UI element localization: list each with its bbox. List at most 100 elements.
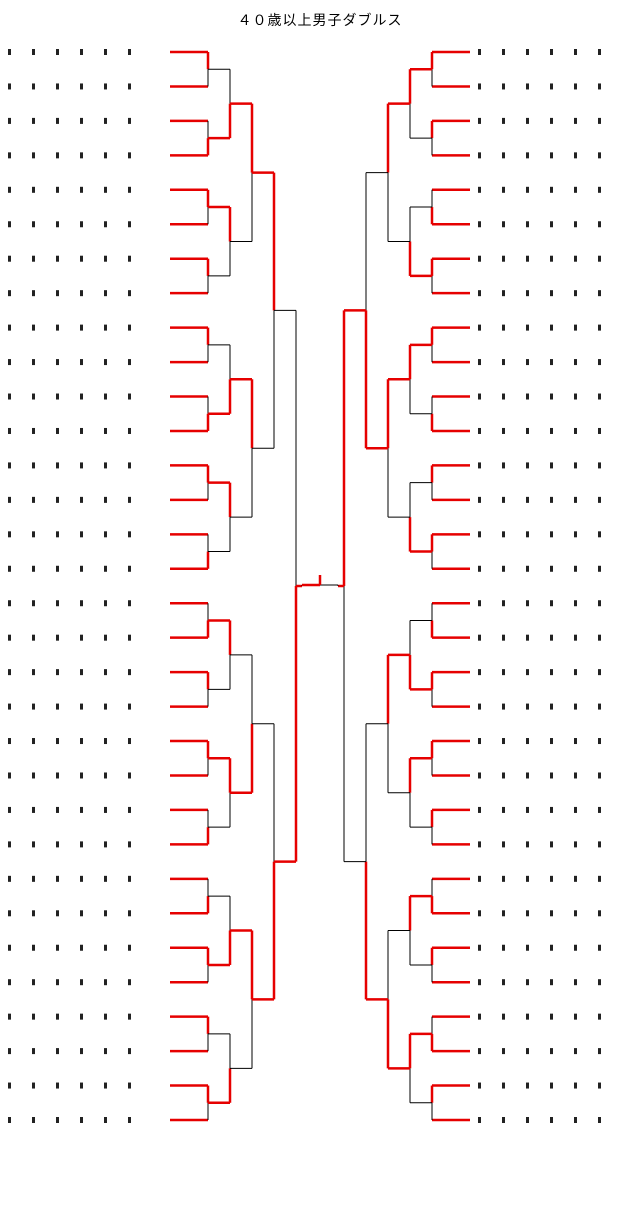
bracket-lines	[170, 50, 470, 1122]
entry-glyph	[550, 910, 553, 917]
entry-glyph	[128, 324, 131, 331]
entry-glyph	[80, 324, 83, 331]
entry-glyph	[32, 979, 35, 986]
entry-glyph	[56, 772, 59, 779]
entry-glyph	[526, 462, 529, 469]
entry-glyph	[104, 255, 107, 262]
entry-glyph	[128, 806, 131, 813]
entry-glyph	[80, 944, 83, 951]
entry-glyph	[128, 255, 131, 262]
entry-glyph	[550, 1013, 553, 1020]
entry-glyph	[502, 496, 505, 503]
entry-glyph	[598, 393, 601, 400]
entry-glyph	[56, 290, 59, 297]
entry-glyph	[128, 531, 131, 538]
entry-glyph	[574, 255, 577, 262]
entry-glyph	[598, 669, 601, 676]
entry-glyph	[550, 427, 553, 434]
entry-glyph	[550, 117, 553, 124]
entry-glyph	[80, 49, 83, 55]
entry-glyph	[526, 944, 529, 951]
entry-glyph	[598, 462, 601, 469]
entry-glyph	[32, 496, 35, 503]
entry-glyph	[128, 875, 131, 882]
entry-glyph	[574, 117, 577, 124]
entry-glyph	[8, 1048, 11, 1055]
entry-glyph	[598, 117, 601, 124]
entry-glyph	[104, 462, 107, 469]
entry-glyph	[80, 117, 83, 124]
entry-glyph	[104, 221, 107, 228]
entry-glyph	[478, 806, 481, 813]
entry-glyph	[104, 186, 107, 193]
entry-glyph	[550, 496, 553, 503]
entry-glyph	[104, 600, 107, 607]
entry-glyph	[526, 1013, 529, 1020]
entry-glyph	[502, 669, 505, 676]
entry-glyph	[56, 634, 59, 641]
entry-glyph	[478, 1082, 481, 1089]
entry-glyph	[502, 83, 505, 90]
entry-glyph	[526, 496, 529, 503]
entry-glyph	[478, 117, 481, 124]
entry-glyph	[598, 944, 601, 951]
entry-glyph	[104, 910, 107, 917]
entry-glyph	[128, 669, 131, 676]
entry-glyph	[478, 1048, 481, 1055]
entry-glyph	[128, 944, 131, 951]
entry-glyph	[550, 634, 553, 641]
entry-glyph	[8, 152, 11, 159]
entry-glyph	[32, 427, 35, 434]
entry-glyph	[104, 875, 107, 882]
entry-glyph	[8, 910, 11, 917]
entry-glyph	[478, 427, 481, 434]
entry-glyph	[598, 600, 601, 607]
entry-glyph	[478, 1013, 481, 1020]
entry-glyph	[56, 703, 59, 710]
entry-glyph	[8, 117, 11, 124]
entry-glyph	[56, 910, 59, 917]
entry-glyph	[502, 49, 505, 55]
entry-glyph	[80, 83, 83, 90]
entry-glyph	[574, 49, 577, 55]
entry-glyph	[56, 600, 59, 607]
entry-glyph	[128, 565, 131, 572]
entry-glyph	[32, 531, 35, 538]
entry-glyph	[56, 669, 59, 676]
entry-glyph	[128, 496, 131, 503]
entry-glyph	[128, 1117, 131, 1123]
entry-glyph	[104, 290, 107, 297]
entry-glyph	[502, 979, 505, 986]
entry-glyph	[502, 703, 505, 710]
entry-glyph	[502, 772, 505, 779]
entry-glyph	[574, 393, 577, 400]
entry-glyph	[80, 221, 83, 228]
entry-glyph	[502, 1013, 505, 1020]
entry-glyph	[32, 944, 35, 951]
entry-glyph	[526, 806, 529, 813]
entry-glyph	[574, 806, 577, 813]
entry-glyph	[104, 359, 107, 366]
entry-glyph	[8, 531, 11, 538]
entry-glyph	[574, 427, 577, 434]
entry-glyph	[104, 531, 107, 538]
entry-glyph	[550, 1117, 553, 1123]
entry-glyph	[104, 565, 107, 572]
entry-glyph	[32, 152, 35, 159]
entry-glyph	[32, 117, 35, 124]
entry-glyph	[478, 531, 481, 538]
page-title: ４０歳以上男子ダブルス	[237, 13, 403, 29]
entry-glyph	[550, 462, 553, 469]
entry-glyph	[598, 186, 601, 193]
entry-glyph	[478, 1117, 481, 1123]
entry-glyph	[502, 290, 505, 297]
entry-glyph	[56, 496, 59, 503]
entry-glyph	[550, 1048, 553, 1055]
entry-glyph	[128, 1048, 131, 1055]
entry-glyph	[56, 152, 59, 159]
entry-glyph	[32, 255, 35, 262]
entry-glyph	[550, 875, 553, 882]
entry-glyph	[478, 359, 481, 366]
entry-glyph	[128, 83, 131, 90]
entry-glyph	[8, 496, 11, 503]
